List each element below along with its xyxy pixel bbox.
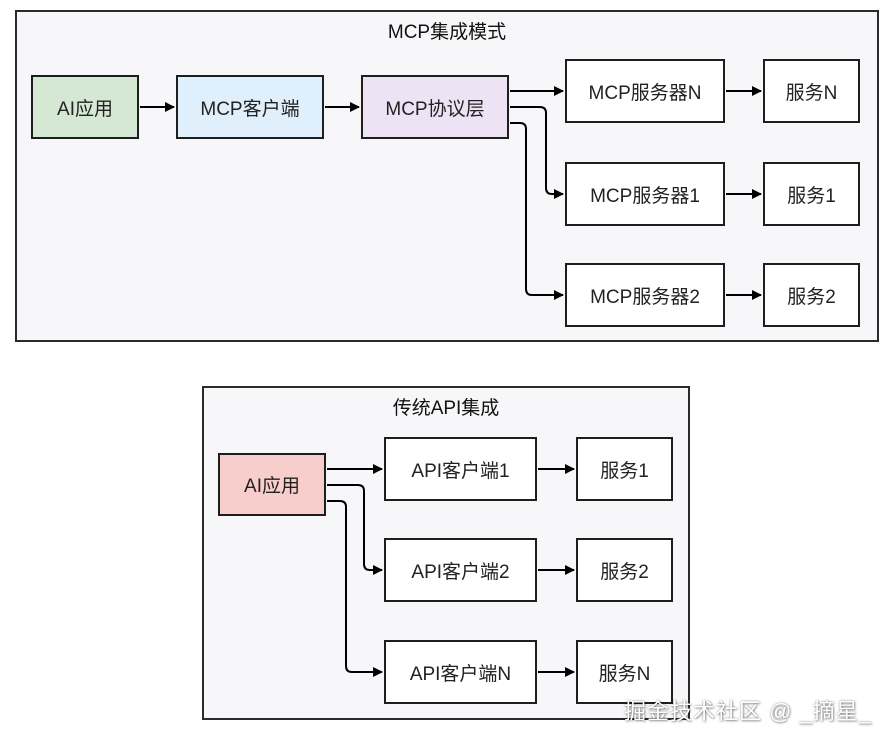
edge-protocol-to-server-1: [510, 106, 564, 199]
mcp-ai-app-node[interactable]: AI应用: [31, 75, 139, 139]
api-service-1-node[interactable]: 服务1: [576, 437, 673, 501]
mcp-protocol-node[interactable]: MCP协议层: [361, 75, 509, 139]
api-client-1-node[interactable]: API客户端1: [384, 437, 537, 501]
api-service-2-node[interactable]: 服务2: [576, 538, 673, 602]
mcp-server-2-node[interactable]: MCP服务器2: [565, 263, 725, 327]
group-title: MCP集成模式: [387, 22, 507, 43]
mcp-service-n-node[interactable]: 服务N: [763, 59, 860, 123]
mcp-server-n-node[interactable]: MCP服务器N: [565, 59, 725, 123]
mcp-service-1-node[interactable]: 服务1: [763, 162, 860, 226]
edge-ai-to-api-client-2: [327, 484, 383, 575]
mcp-server-1-node[interactable]: MCP服务器1: [565, 162, 725, 226]
api-client-n-node[interactable]: API客户端N: [384, 640, 537, 704]
api-client-2-node[interactable]: API客户端2: [384, 538, 537, 602]
edge-protocol-to-server-2: [510, 122, 564, 300]
mcp-integration-group: MCP集成模式: [15, 10, 879, 342]
mcp-client-node[interactable]: MCP客户端: [176, 75, 324, 139]
api-service-n-node[interactable]: 服务N: [576, 640, 673, 704]
edge-ai-to-api-client-n: [327, 500, 383, 677]
watermark-text: 掘金技术社区 @ _摘星_: [623, 699, 872, 724]
group-title: 传统API集成: [392, 398, 500, 419]
mcp-service-2-node[interactable]: 服务2: [763, 263, 860, 327]
api-ai-app-node[interactable]: AI应用: [218, 453, 326, 516]
